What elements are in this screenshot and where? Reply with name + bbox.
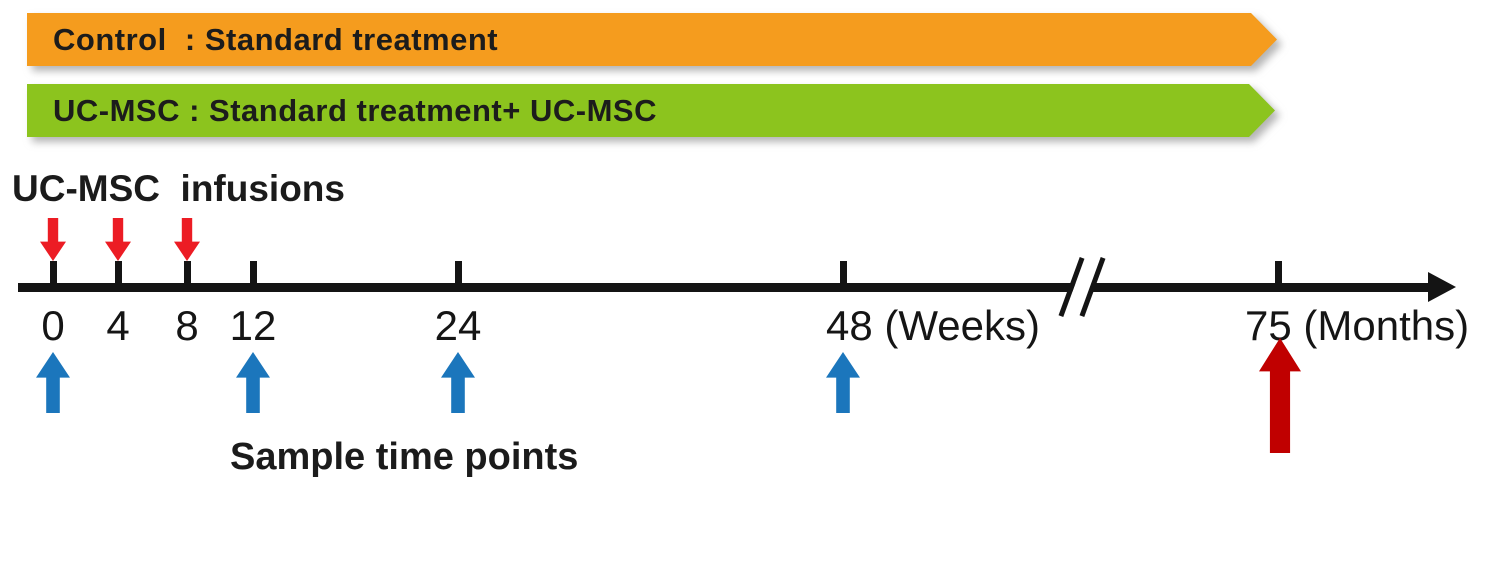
sample-arrow-icon <box>36 352 70 413</box>
infusion-arrow-icon <box>174 218 200 261</box>
control-treatment-banner: Control : Standard treatment <box>27 13 1277 66</box>
tick-mark <box>1275 261 1282 284</box>
ucmsc-banner-label: UC-MSC : Standard treatment+ UC-MSC <box>53 92 657 128</box>
endpoint-arrow-icon <box>1259 338 1301 453</box>
sample-arrow-icon <box>236 352 270 413</box>
timeline-axis <box>18 283 1430 292</box>
timeline-arrowhead-icon <box>1428 272 1456 302</box>
tick-mark <box>184 261 191 284</box>
sample-arrow-icon <box>441 352 475 413</box>
tick-label: 12 <box>229 302 277 349</box>
tick-label: 48 (Weeks) <box>826 302 1040 349</box>
infusions-label: UC-MSC infusions <box>12 168 345 209</box>
tick-mark <box>250 261 257 284</box>
sample-arrow-icon <box>826 352 860 413</box>
infusion-arrow-icon <box>40 218 66 261</box>
followup-endpoint-label: Follow up endpoint of survival analysis <box>1092 462 1435 576</box>
tick-mark <box>455 261 462 284</box>
tick-mark <box>115 261 122 284</box>
tick-label: 0 <box>41 302 65 349</box>
infusion-arrow-icon <box>105 218 131 261</box>
tick-label: 75 (Months) <box>1245 302 1470 349</box>
tick-label: 24 <box>434 302 482 349</box>
sample-time-points-label: Sample time points <box>230 436 579 478</box>
ucmsc-treatment-banner: UC-MSC : Standard treatment+ UC-MSC <box>27 84 1275 137</box>
tick-mark <box>840 261 847 284</box>
tick-label: 8 <box>175 302 199 349</box>
followup-endpoint-label-line1: Follow up endpoint of <box>1092 566 1435 576</box>
control-banner-label: Control : Standard treatment <box>53 21 499 57</box>
tick-label: 4 <box>106 302 130 349</box>
tick-mark <box>50 261 57 284</box>
